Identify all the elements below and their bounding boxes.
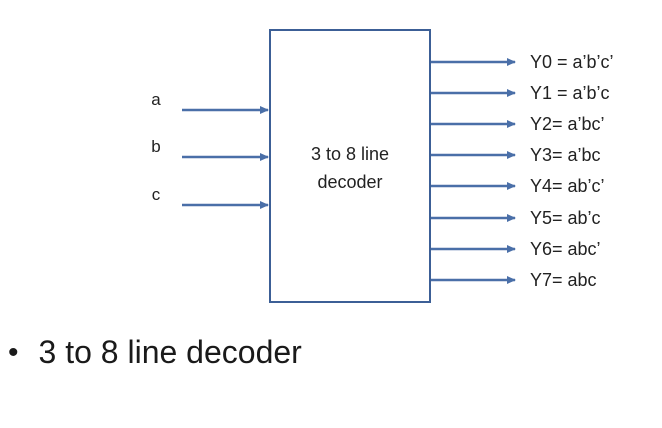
input-lines: a b c: [151, 90, 269, 209]
decoder-box: [269, 29, 431, 303]
output-label-y3: Y3= a’bc: [530, 145, 601, 165]
output-label-y4: Y4= ab’c’: [530, 176, 605, 196]
decoder-label-line2: decoder: [317, 172, 382, 192]
input-label-b: b: [151, 137, 160, 156]
output-label-y5: Y5= ab’c: [530, 208, 601, 228]
bullet-icon: •: [8, 335, 19, 369]
output-lines: Y0 = a’b’c’ Y1 = a’b’cY2= a’bc’ Y3= a’bcY4…: [431, 52, 614, 290]
input-label-a: a: [151, 90, 161, 109]
output-label-y6: Y6= abc’: [530, 239, 601, 259]
output-label-y0: Y0 = a’b’c’: [530, 52, 614, 72]
bullet-text: 3 to 8 line decoder: [38, 334, 302, 370]
output-label-y2: Y2= a’bc’: [530, 114, 605, 134]
bullet-point: • 3 to 8 line decoder: [8, 334, 302, 371]
output-label-y1: Y1 = a’b’c: [530, 83, 610, 103]
decoder-label-line1: 3 to 8 line: [311, 144, 389, 164]
output-label-y7: Y7= abc: [530, 270, 597, 290]
input-label-c: c: [152, 185, 161, 204]
